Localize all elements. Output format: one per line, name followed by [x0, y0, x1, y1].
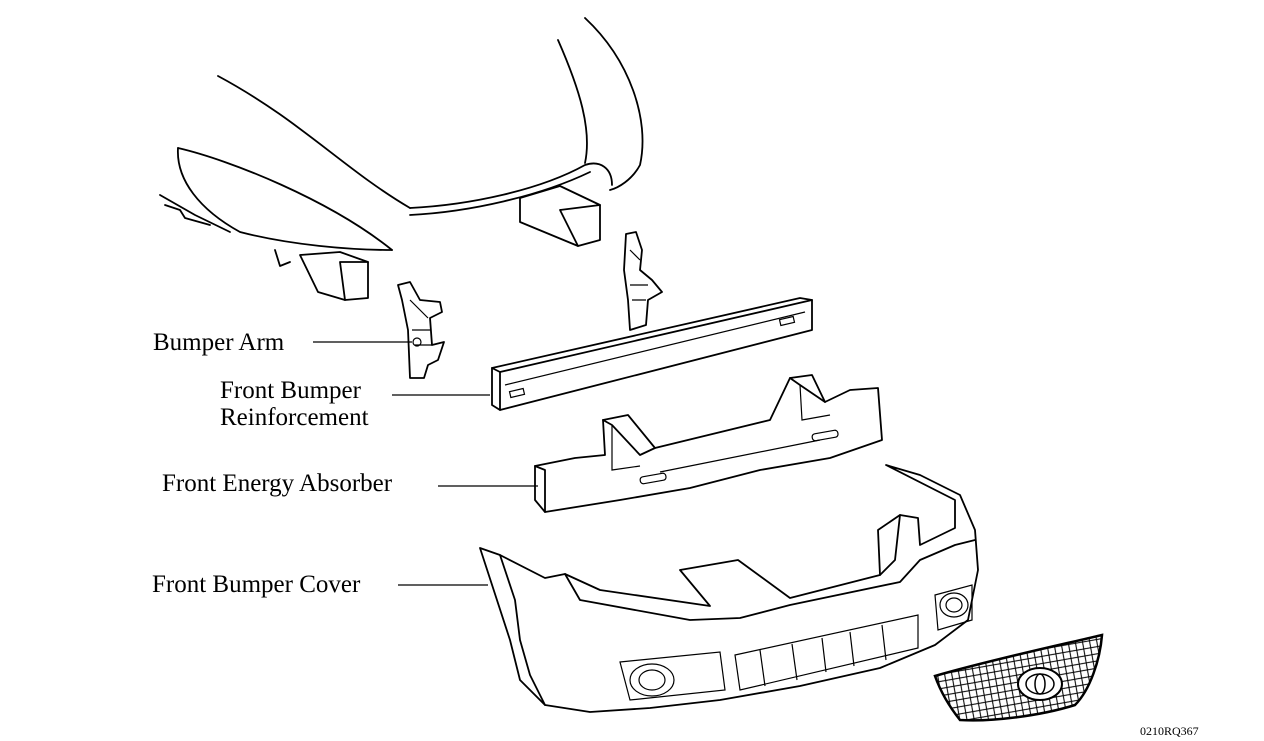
front-bumper-cover [479, 464, 979, 713]
bumper-arm-right [623, 231, 663, 331]
figure-code: 0210RQ367 [1140, 724, 1199, 738]
label-reinforcement-line2: Reinforcement [220, 404, 369, 431]
label-bumper-arm: Bumper Arm [153, 329, 285, 356]
label-reinforcement-line1: Front Bumper [220, 377, 361, 404]
radiator-grille [933, 633, 1104, 722]
bumper-arm-left [397, 281, 445, 379]
front-bumper-reinforcement [491, 297, 813, 411]
label-bumper-cover: Front Bumper Cover [152, 571, 361, 598]
label-energy-absorber: Front Energy Absorber [162, 470, 393, 497]
vehicle-body-outline [159, 17, 644, 301]
leader-lines [313, 341, 538, 586]
front-energy-absorber [534, 374, 883, 513]
